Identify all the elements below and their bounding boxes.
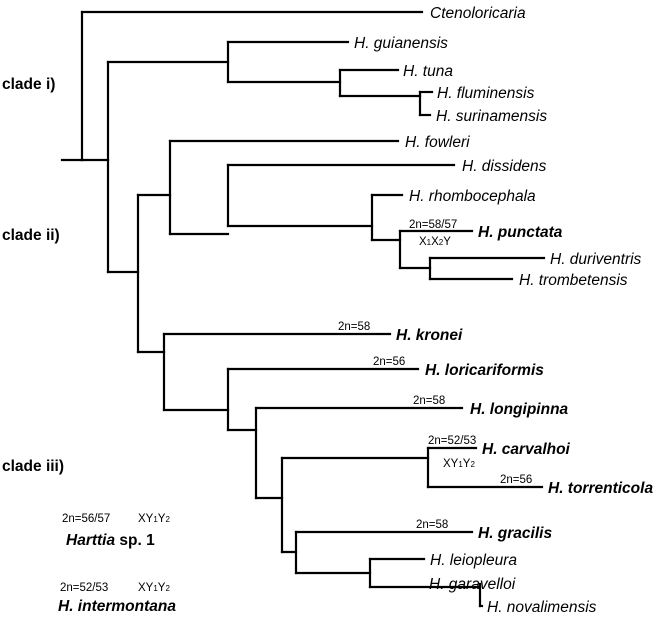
intermontana-sex-system: XY1Y2 <box>138 582 170 594</box>
gracilis-diploid-number: 2n=58 <box>416 519 448 531</box>
taxon-ctenoloricaria: Ctenoloricaria <box>430 5 526 22</box>
taxon-fowleri: H. fowleri <box>405 134 470 151</box>
carvalhoi-diploid-number: 2n=52/53 <box>428 435 476 447</box>
taxon-longipinna: H. longipinna <box>470 401 569 418</box>
taxon-garavelloi: H. garavelloi <box>429 576 516 593</box>
karyotype-annotations: 2n=58/57 X1X2Y 2n=58 2n=56 2n=58 2n=52/5… <box>338 219 532 531</box>
harttia-sex-system: XY1Y2 <box>138 513 170 525</box>
longipinna-diploid-number: 2n=58 <box>413 395 445 407</box>
taxon-novalimensis: H. novalimensis <box>487 599 597 616</box>
clade-i-label: clade i) <box>2 76 55 93</box>
loricariformis-diploid-number: 2n=56 <box>373 356 405 368</box>
taxon-duriventris: H. duriventris <box>550 251 642 268</box>
taxon-dissidens: H. dissidens <box>462 158 547 175</box>
taxon-tuna: H. tuna <box>403 63 453 80</box>
punctata-sex-system: X1X2Y <box>419 236 451 248</box>
taxon-rhombocephala: H. rhombocephala <box>409 188 536 205</box>
taxon-carvalhoi: H. carvalhoi <box>482 441 571 458</box>
taxon-leiopleura: H. leiopleura <box>430 552 517 569</box>
clade-iii-label: clade iii) <box>2 458 64 475</box>
harttia-sp1-label: Harttia sp. 1 <box>66 532 155 549</box>
taxon-kronei: H. kronei <box>396 327 463 344</box>
taxon-torrenticola: H. torrenticola <box>548 480 653 497</box>
taxon-trombetensis: H. trombetensis <box>519 272 628 289</box>
harttia-diploid-number: 2n=56/57 <box>62 513 110 525</box>
taxon-loricariformis: H. loricariformis <box>425 362 544 379</box>
kronei-diploid-number: 2n=58 <box>338 321 370 333</box>
clade-labels: clade i) clade ii) clade iii) <box>2 76 64 475</box>
taxon-surinamensis: H. surinamensis <box>436 108 547 125</box>
unplaced-species-legend: 2n=56/57 XY1Y2 Harttia sp. 1 2n=52/53 XY… <box>58 513 176 615</box>
intermontana-diploid-number: 2n=52/53 <box>60 582 108 594</box>
carvalhoi-sex-system: XY1Y2 <box>443 458 475 470</box>
taxon-gracilis: H. gracilis <box>478 525 552 542</box>
punctata-diploid-number: 2n=58/57 <box>409 219 457 231</box>
taxon-fluminensis: H. fluminensis <box>437 85 535 102</box>
taxon-guianensis: H. guianensis <box>354 35 448 52</box>
intermontana-label: H. intermontana <box>58 598 176 615</box>
taxon-punctata: H. punctata <box>478 224 563 241</box>
taxon-labels: Ctenoloricaria H. guianensis H. tuna H. … <box>354 5 653 616</box>
tree-branches <box>60 10 546 608</box>
clade-ii-label: clade ii) <box>2 227 60 244</box>
torrenticola-diploid-number: 2n=56 <box>500 474 532 486</box>
